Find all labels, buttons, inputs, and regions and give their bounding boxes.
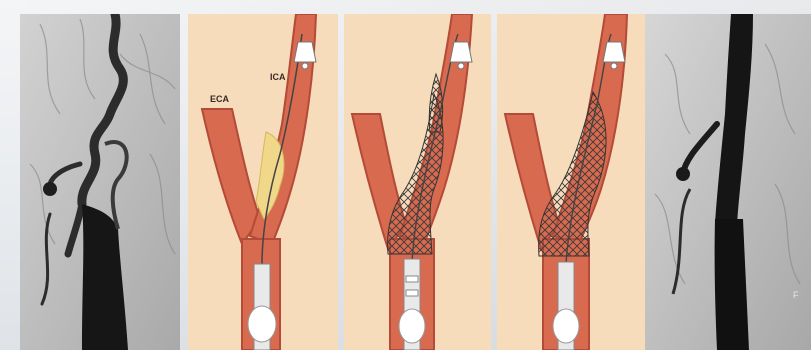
stent-partial-panel bbox=[344, 14, 491, 350]
angiogram-before-image bbox=[20, 14, 180, 350]
filter-deployment-illustration: ECA ICA bbox=[188, 14, 338, 350]
marker-f: F bbox=[793, 290, 799, 300]
eca-label: ECA bbox=[210, 94, 230, 104]
angiogram-after-image: F bbox=[645, 14, 811, 350]
filter-deployment-panel: ECA ICA bbox=[188, 14, 338, 350]
stent-expanded-panel bbox=[497, 14, 645, 350]
stent-expanded-illustration bbox=[497, 14, 645, 350]
ica-label: ICA bbox=[270, 72, 286, 82]
stent-partial-illustration bbox=[344, 14, 491, 350]
angiogram-after-panel: F bbox=[645, 14, 811, 350]
angiogram-before-panel bbox=[20, 14, 180, 350]
